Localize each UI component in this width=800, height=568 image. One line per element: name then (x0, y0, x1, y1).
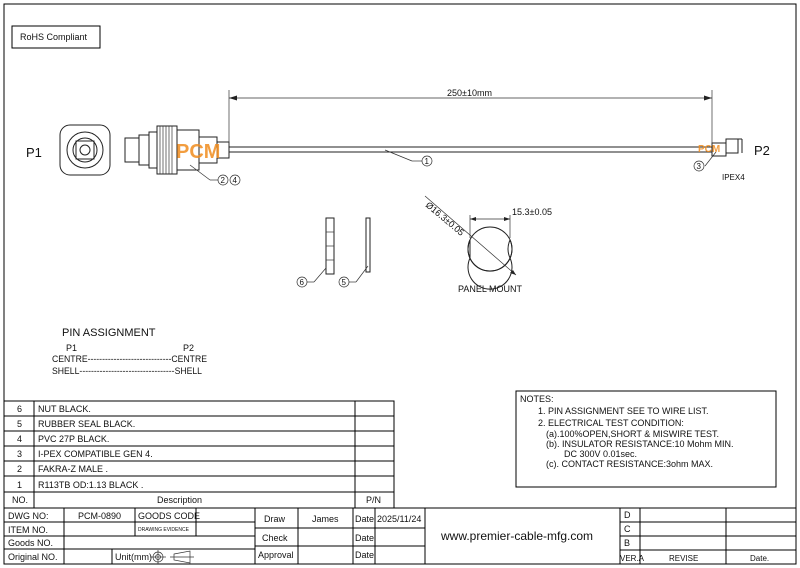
original-no-label: Original NO. (8, 552, 58, 562)
bom-row-6-no: 6 (17, 404, 22, 414)
unit-label: Unit(mm) (115, 552, 152, 562)
pcm-watermark-right: PCM (698, 144, 720, 155)
check-date-label: Date (355, 533, 374, 543)
rev-c-label: C (624, 524, 631, 534)
bom-row-1-desc: R113TB OD:1.13 BLACK . (38, 480, 143, 490)
pin-assignment-col-p1: P1 (66, 343, 77, 353)
callout-5-number: 5 (342, 278, 347, 287)
fakra-connector-side-view (124, 125, 230, 175)
notes-box (515, 390, 777, 488)
check-label: Check (262, 533, 288, 543)
bom-row-3-no: 3 (17, 449, 22, 459)
callout-1-number: 1 (425, 157, 430, 166)
bom-row-2-desc: FAKRA-Z MALE . (38, 464, 108, 474)
panel-flat-dimension: 15.3±0.05 (512, 207, 552, 217)
p2-label: P2 (754, 143, 770, 158)
drawing-border (3, 3, 797, 565)
pin-assignment-title: PIN ASSIGNMENT (62, 327, 156, 339)
bom-row-2-no: 2 (17, 464, 22, 474)
callout-4-number: 4 (233, 176, 238, 185)
pcm-watermark-left: PCM (176, 141, 220, 163)
projection-symbol-icon (150, 550, 194, 564)
bom-header-no: NO. (12, 495, 28, 505)
bom-header-description: Description (157, 495, 202, 505)
item-no-label: ITEM NO. (8, 525, 48, 535)
note-line-3: (a).100%OPEN,SHORT & MISWIRE TEST. (546, 429, 719, 439)
note-line-4: (b). INSULATOR RESISTANCE:10 Mohm MIN. (546, 439, 734, 449)
callout-6 (296, 267, 327, 288)
callout-2-number: 2 (221, 176, 226, 185)
callout-6-number: 6 (300, 278, 305, 287)
note-line-1: 1. PIN ASSIGNMENT SEE TO WIRE LIST. (538, 406, 709, 416)
approval-label: Approval (258, 550, 294, 560)
note-line-2: 2. ELECTRICAL TEST CONDITION: (538, 418, 684, 428)
draw-date-label: Date (355, 514, 374, 524)
p1-label: P1 (26, 145, 42, 160)
ipex-label: IPEX4 (722, 173, 745, 182)
ver-label: VER.A (620, 554, 645, 563)
pin-assignment-col-p2: P2 (183, 343, 194, 353)
dwg-no-value: PCM-0890 (78, 511, 121, 521)
callout-1 (384, 149, 433, 167)
callout-2-4 (189, 164, 241, 186)
approval-date-label: Date (355, 550, 374, 560)
panel-mount-label: PANEL MOUNT (458, 284, 523, 294)
bom-row-1-no: 1 (17, 480, 22, 490)
nut-side-view (325, 217, 335, 275)
dwg-no-label: DWG NO: (8, 511, 49, 521)
date-column-label: Date. (750, 554, 769, 563)
pin-assignment-row-shell: SHELL---------------------------------SH… (52, 366, 202, 376)
callout-3 (693, 151, 717, 172)
bom-table (3, 400, 395, 509)
p1-front-view (59, 124, 111, 176)
callout-5 (338, 265, 369, 288)
note-line-5: DC 300V 0.01sec. (564, 449, 637, 459)
note-line-6: (c). CONTACT RESISTANCE:3ohm MAX. (546, 459, 713, 469)
bom-row-3-desc: I-PEX COMPATIBLE GEN 4. (38, 449, 153, 459)
bom-header-pn: P/N (366, 495, 381, 505)
rev-b-label: B (624, 538, 630, 548)
length-dimension (228, 90, 713, 146)
panel-diameter-dimension: Ø16.3±0.05 (424, 200, 466, 238)
bom-row-4-no: 4 (17, 434, 22, 444)
bom-row-5-desc: RUBBER SEAL BLACK. (38, 419, 135, 429)
title-block (4, 507, 796, 564)
panel-mount-cutout (424, 195, 517, 290)
rohs-label: RoHS Compliant (20, 32, 88, 42)
draw-name: James (312, 514, 339, 524)
bom-row-5-no: 5 (17, 419, 22, 429)
draw-date-value: 2025/11/24 (377, 514, 421, 524)
bom-row-6-desc: NUT BLACK. (38, 404, 91, 414)
rubber-seal-side-view (365, 217, 371, 273)
rohs-box (11, 25, 101, 49)
company-website: www.premier-cable-mfg.com (440, 529, 593, 543)
callout-3-number: 3 (697, 162, 702, 171)
ipex-connector-side-view (711, 138, 743, 157)
goods-code-label: GOODS CODE (138, 511, 200, 521)
rev-d-label: D (624, 510, 631, 520)
draw-label: Draw (264, 514, 286, 524)
notes-title: NOTES: (520, 394, 554, 404)
goods-no-label: Goods NO. (8, 538, 53, 548)
bom-row-4-desc: PVC 27P BLACK. (38, 434, 109, 444)
length-dimension-text: 250±10mm (447, 88, 492, 98)
revise-label: REVISE (669, 554, 698, 563)
pin-assignment-row-centre: CENTRE-----------------------------CENTR… (52, 354, 207, 364)
drawing-evidence-label: DRAWING EVIDENCE (138, 527, 190, 533)
